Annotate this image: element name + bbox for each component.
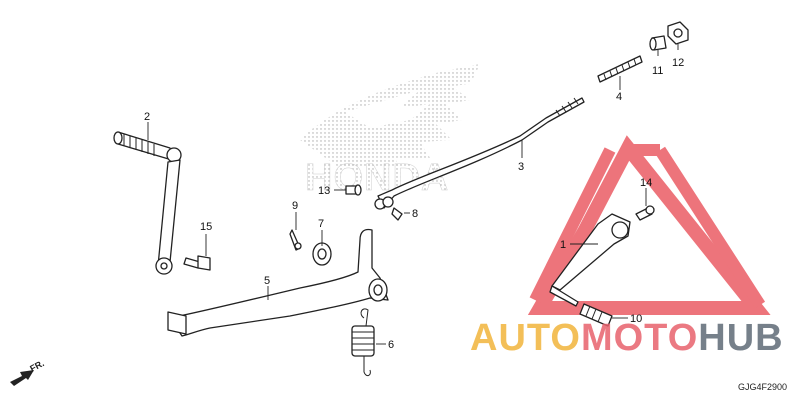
front-arrow: FR. [10, 358, 46, 386]
callout-2: 2 [144, 111, 150, 123]
part-12-nut [667, 21, 689, 45]
part-6-spring [351, 308, 375, 377]
callouts: 1 2 3 4 5 6 7 8 9 10 11 12 13 14 15 [144, 57, 684, 351]
watermark-suffix: HUB [698, 317, 783, 359]
callout-5: 5 [264, 275, 270, 287]
callout-15: 15 [200, 221, 212, 233]
diagram-code: GJG4F2900 [738, 382, 787, 392]
part-15-bolt [183, 255, 211, 271]
callout-4: 4 [616, 91, 622, 103]
front-indicator: FR. [28, 358, 45, 374]
watermark-text: AUTOMOTOHUB [470, 317, 784, 359]
callout-1: 1 [560, 239, 566, 251]
part-8-clip [391, 207, 403, 221]
part-7-washer [312, 242, 332, 266]
callout-11: 11 [652, 65, 663, 77]
honda-wing-logo: HONDA [300, 64, 480, 199]
part-14-bolt [635, 205, 655, 221]
part-4-spring [597, 55, 643, 83]
callout-7: 7 [318, 218, 324, 230]
watermark-middle: MOTO [581, 317, 698, 359]
part-3-rod [374, 97, 585, 210]
callout-3: 3 [518, 161, 524, 173]
callout-8: 8 [412, 208, 418, 220]
callout-13: 13 [318, 185, 330, 197]
svg-text:AUTOMOTOHUB: AUTOMOTOHUB [470, 317, 784, 359]
part-13-pin [345, 184, 362, 196]
callout-6: 6 [388, 339, 394, 351]
callout-12: 12 [672, 57, 684, 69]
leader-lines [147, 44, 679, 345]
callout-9: 9 [292, 200, 298, 212]
callout-10: 10 [630, 313, 642, 325]
part-11-collar [649, 35, 667, 51]
watermark-triangle [527, 135, 771, 315]
part-1-arm [549, 213, 631, 307]
part-2-arm [113, 131, 182, 275]
part-10-rubber [579, 303, 613, 327]
part-9-cotter-pin [289, 229, 302, 251]
watermark-prefix: AUTO [470, 317, 581, 359]
callout-14: 14 [640, 177, 652, 189]
part-5-pedal [167, 228, 389, 337]
